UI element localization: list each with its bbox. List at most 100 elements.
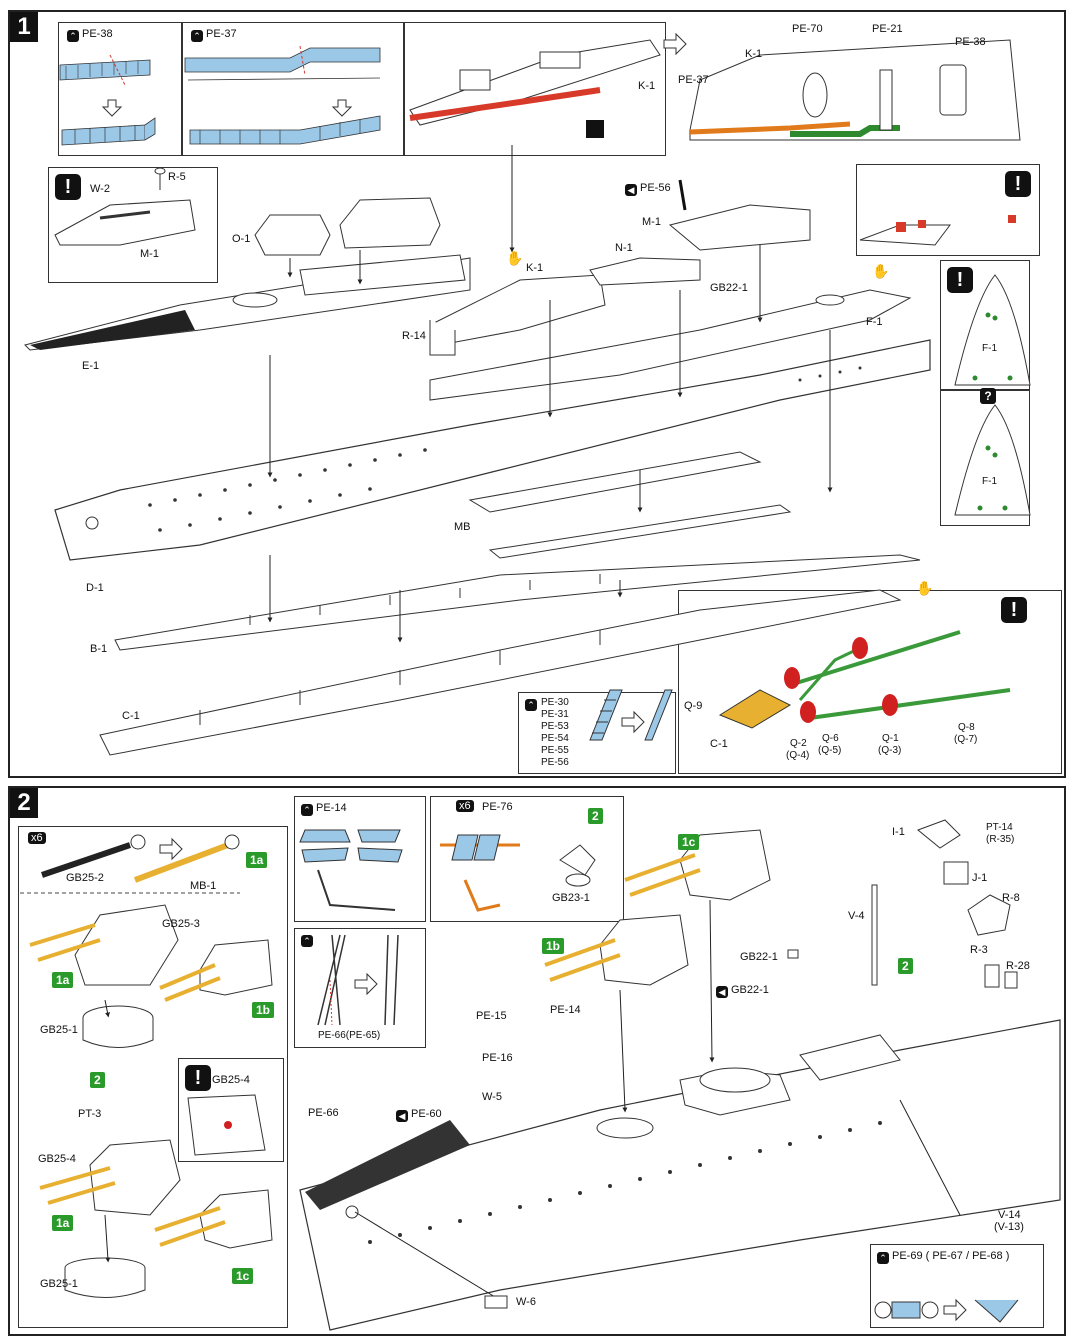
f1-deck-b xyxy=(954,404,1031,516)
gb22-1-label: GB22-1 xyxy=(710,282,748,294)
pe14-parts-drawing xyxy=(299,829,403,911)
c1-prop-label: C-1 xyxy=(710,738,728,750)
bollard-drawing xyxy=(859,215,1016,246)
photo-etch-icon: ⌃ xyxy=(301,935,313,947)
hand-icon: ✋ xyxy=(872,263,890,279)
gb25-2-barrel xyxy=(41,834,146,878)
m1-label: M-1 xyxy=(140,248,159,260)
glue-icon: ◀ xyxy=(716,986,728,998)
j1-label: J-1 xyxy=(972,872,988,884)
pe14-label: PE-14 xyxy=(550,1004,581,1016)
q6-label: Q-6 xyxy=(822,733,839,744)
mb-label: MB xyxy=(454,521,471,533)
k1-c-label: K-1 xyxy=(526,262,544,274)
photo-etch-icon: ⌃ xyxy=(301,804,313,816)
turret-assembled-1c xyxy=(154,1189,273,1249)
pe70-label: PE-70 xyxy=(792,23,823,35)
warning-icon: ! xyxy=(947,267,973,293)
i1-label: I-1 xyxy=(892,826,905,838)
mast-parts-drawing xyxy=(317,934,399,1026)
r8-label: R-8 xyxy=(1002,892,1020,904)
v13-label: (V-13) xyxy=(994,1221,1024,1233)
photo-etch-icon: ⌃ xyxy=(67,30,79,42)
k1-plan-view xyxy=(689,39,1021,141)
ladder-drawing xyxy=(589,689,673,741)
gb22-1-label: GB22-1 xyxy=(740,951,778,963)
f1-variant-a-label: F-1 xyxy=(982,343,997,354)
step-2-hull xyxy=(299,1019,1061,1331)
pe66-label: PE-66 xyxy=(308,1107,339,1119)
b1-lower-hull xyxy=(114,554,921,651)
k1-plan-label: K-1 xyxy=(745,48,763,60)
turret-assembled-1b xyxy=(159,939,273,1002)
pe60-label: PE-60 xyxy=(411,1108,442,1120)
pe38-plan-label: PE-38 xyxy=(955,36,986,48)
turret-base-gb25-1 xyxy=(82,1005,154,1048)
turret-gb25-4 xyxy=(39,1139,181,1216)
pt14-label: PT-14 xyxy=(986,822,1013,833)
step-2-number: 2 xyxy=(10,788,38,818)
q7-label: (Q-7) xyxy=(954,734,978,745)
pt3-label: PT-3 xyxy=(78,1108,102,1120)
e1-label: E-1 xyxy=(82,360,100,372)
substep-2-badge: 2 xyxy=(90,1072,105,1088)
pe56-label: PE-56 xyxy=(640,182,671,194)
pe38-label: PE-38 xyxy=(82,28,113,40)
ladder-part-label: PE-31 xyxy=(541,709,569,720)
superstructure-parts xyxy=(254,179,811,356)
step-1-number: 1 xyxy=(10,12,38,42)
q9-label: Q-9 xyxy=(684,700,703,712)
pe15-label: PE-15 xyxy=(476,1010,507,1022)
gb25-2-label: GB25-2 xyxy=(66,872,104,884)
substep-2-badge: 2 xyxy=(588,808,603,824)
substep-1c-badge: 1c xyxy=(232,1268,254,1284)
substep-1b-badge: 1b xyxy=(252,1002,275,1018)
substep-1a-badge: 1a xyxy=(246,852,268,868)
v14-label: V-14 xyxy=(998,1209,1021,1221)
q5-label: (Q-5) xyxy=(818,745,842,756)
pe14-label: PE-14 xyxy=(316,802,347,814)
w5-label: W-5 xyxy=(482,1091,502,1103)
q1-label: Q-1 xyxy=(882,733,899,744)
turret-1c-on-hull xyxy=(624,829,771,901)
c1-bottom-hull xyxy=(99,589,902,756)
warning-icon: ! xyxy=(185,1065,211,1091)
step-2-superstructure-parts xyxy=(787,819,1018,989)
n1-label: N-1 xyxy=(615,242,633,254)
step-2-assembly-arrows xyxy=(104,899,961,1301)
gb22-1-b-label: GB22-1 xyxy=(731,984,769,996)
w2-label: W-2 xyxy=(90,183,110,195)
x6-badge: x6 xyxy=(28,832,46,844)
gb25-1-label: GB25-1 xyxy=(40,1024,78,1036)
r35-label: (R-35) xyxy=(986,834,1015,845)
v4-label: V-4 xyxy=(848,910,865,922)
w6-label: W-6 xyxy=(516,1296,536,1308)
x6-badge: x6 xyxy=(456,800,474,812)
r3-label: R-3 xyxy=(970,944,988,956)
ladder-part-label: PE-30 xyxy=(541,697,569,708)
pe37-plan-label: PE-37 xyxy=(678,74,709,86)
glue-icon: ◀ xyxy=(396,1110,408,1122)
k1-deck-drawing xyxy=(409,39,661,138)
photo-etch-icon: ⌃ xyxy=(525,699,537,711)
pe38-rail-drawing xyxy=(59,54,156,146)
f1-label: F-1 xyxy=(866,316,883,328)
gb25-1-b-label: GB25-1 xyxy=(40,1278,78,1290)
pe69-label: PE-69 ( PE-67 / PE-68 ) xyxy=(892,1250,1010,1262)
substep-1a-badge: 1a xyxy=(52,1215,74,1231)
hand-icon: ✋ xyxy=(506,250,524,266)
f1-variant-b-label: F-1 xyxy=(982,476,997,487)
turret-1b-on-hull xyxy=(544,914,689,986)
pe37-rail-drawing xyxy=(184,45,381,145)
b1-label: B-1 xyxy=(90,643,108,655)
turret-base-gb25-1-b xyxy=(64,1257,146,1298)
r5-label: R-5 xyxy=(168,171,186,183)
arrow-down-icon xyxy=(101,99,123,117)
pe16-label: PE-16 xyxy=(482,1052,513,1064)
hand-icon: ✋ xyxy=(916,580,934,596)
substep-2-badge: 2 xyxy=(898,958,913,974)
d1-hull xyxy=(54,339,931,561)
pe37-label: PE-37 xyxy=(206,28,237,40)
pe21-label: PE-21 xyxy=(872,23,903,35)
